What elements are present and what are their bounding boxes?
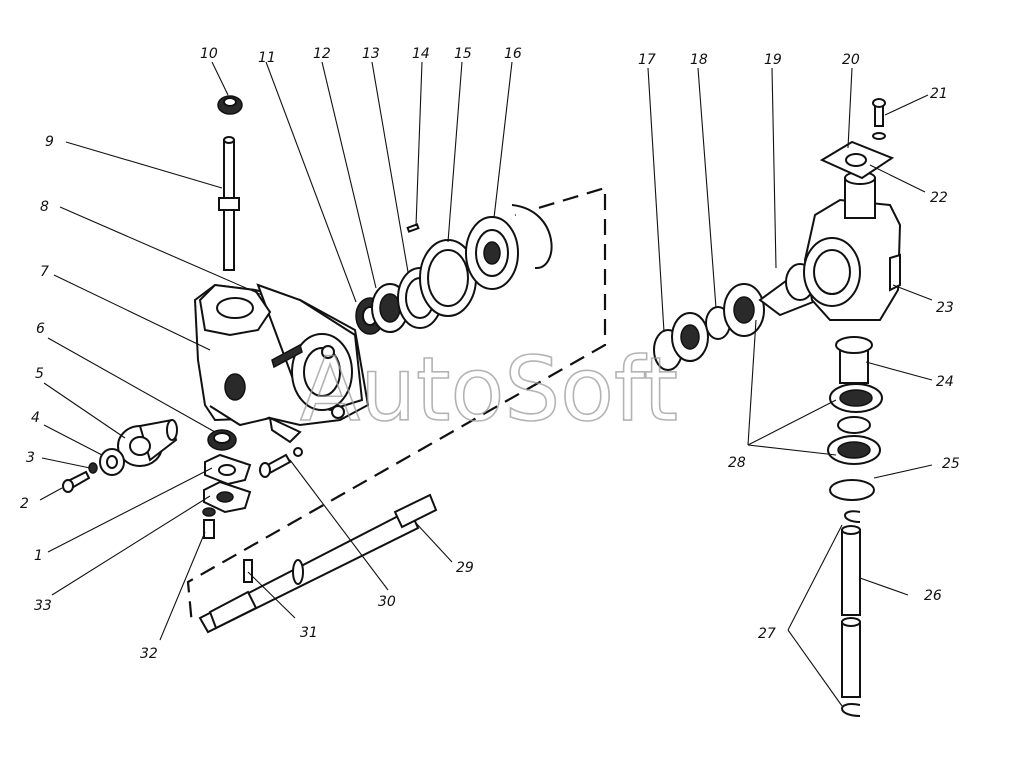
main-shaft [198,493,438,634]
callout-11: 11 [258,50,276,66]
bearing-stack-left [355,204,553,335]
callout-32: 32 [140,646,158,662]
callout-24: 24 [936,374,954,390]
callout-27: 27 [758,626,776,642]
callout-labels: 1 2 3 4 5 6 7 8 9 10 11 12 13 14 15 16 1… [20,46,960,662]
callout-4: 4 [31,410,40,426]
callout-20: 20 [842,52,860,68]
leader-lines [39,61,933,707]
washer [99,448,125,476]
callout-2: 2 [20,496,29,512]
callout-22: 22 [930,190,948,206]
callout-30: 30 [378,594,396,610]
gear-housing [193,283,370,444]
callout-8: 8 [40,199,49,215]
bearing-stack-right [653,283,765,371]
callout-25: 25 [942,456,960,472]
callout-5: 5 [35,366,44,382]
shaft-cap [217,95,243,115]
watermark: AutoSoft [300,338,678,441]
callout-14: 14 [412,46,430,62]
gasket [204,453,252,486]
assembly-dashed-outline [186,186,607,626]
callout-29: 29 [456,560,474,576]
callout-9: 9 [45,134,54,150]
callout-12: 12 [313,46,331,62]
vertical-shaft [218,136,240,271]
steering-box-housing [758,140,902,321]
callout-28: 28 [728,455,746,471]
callout-10: 10 [200,46,218,62]
callout-33: 33 [34,598,52,614]
callout-23: 23 [936,300,954,316]
sector-gear-stack [827,336,883,523]
spring-washer [88,462,98,474]
callout-7: 7 [40,264,49,280]
callout-16: 16 [504,46,522,62]
seal-ring [207,429,237,451]
bolt-small [62,470,91,493]
bolt-30 [259,447,303,478]
callout-19: 19 [764,52,782,68]
callout-21: 21 [930,86,948,102]
bolt-32 [202,507,216,539]
callout-13: 13 [362,46,380,62]
callout-15: 15 [454,46,472,62]
flanged-sleeve [117,418,178,467]
callout-26: 26 [924,588,942,604]
callout-18: 18 [690,52,708,68]
flange-plate [203,480,252,514]
callout-1: 1 [34,548,43,564]
callout-3: 3 [26,450,35,466]
spline-shaft-27 [841,617,861,717]
callout-6: 6 [36,321,45,337]
callout-31: 31 [300,625,318,641]
shaft-key [243,559,253,583]
callout-17: 17 [638,52,656,68]
bolt-21 [872,98,886,140]
spline-shaft-26 [841,525,861,616]
